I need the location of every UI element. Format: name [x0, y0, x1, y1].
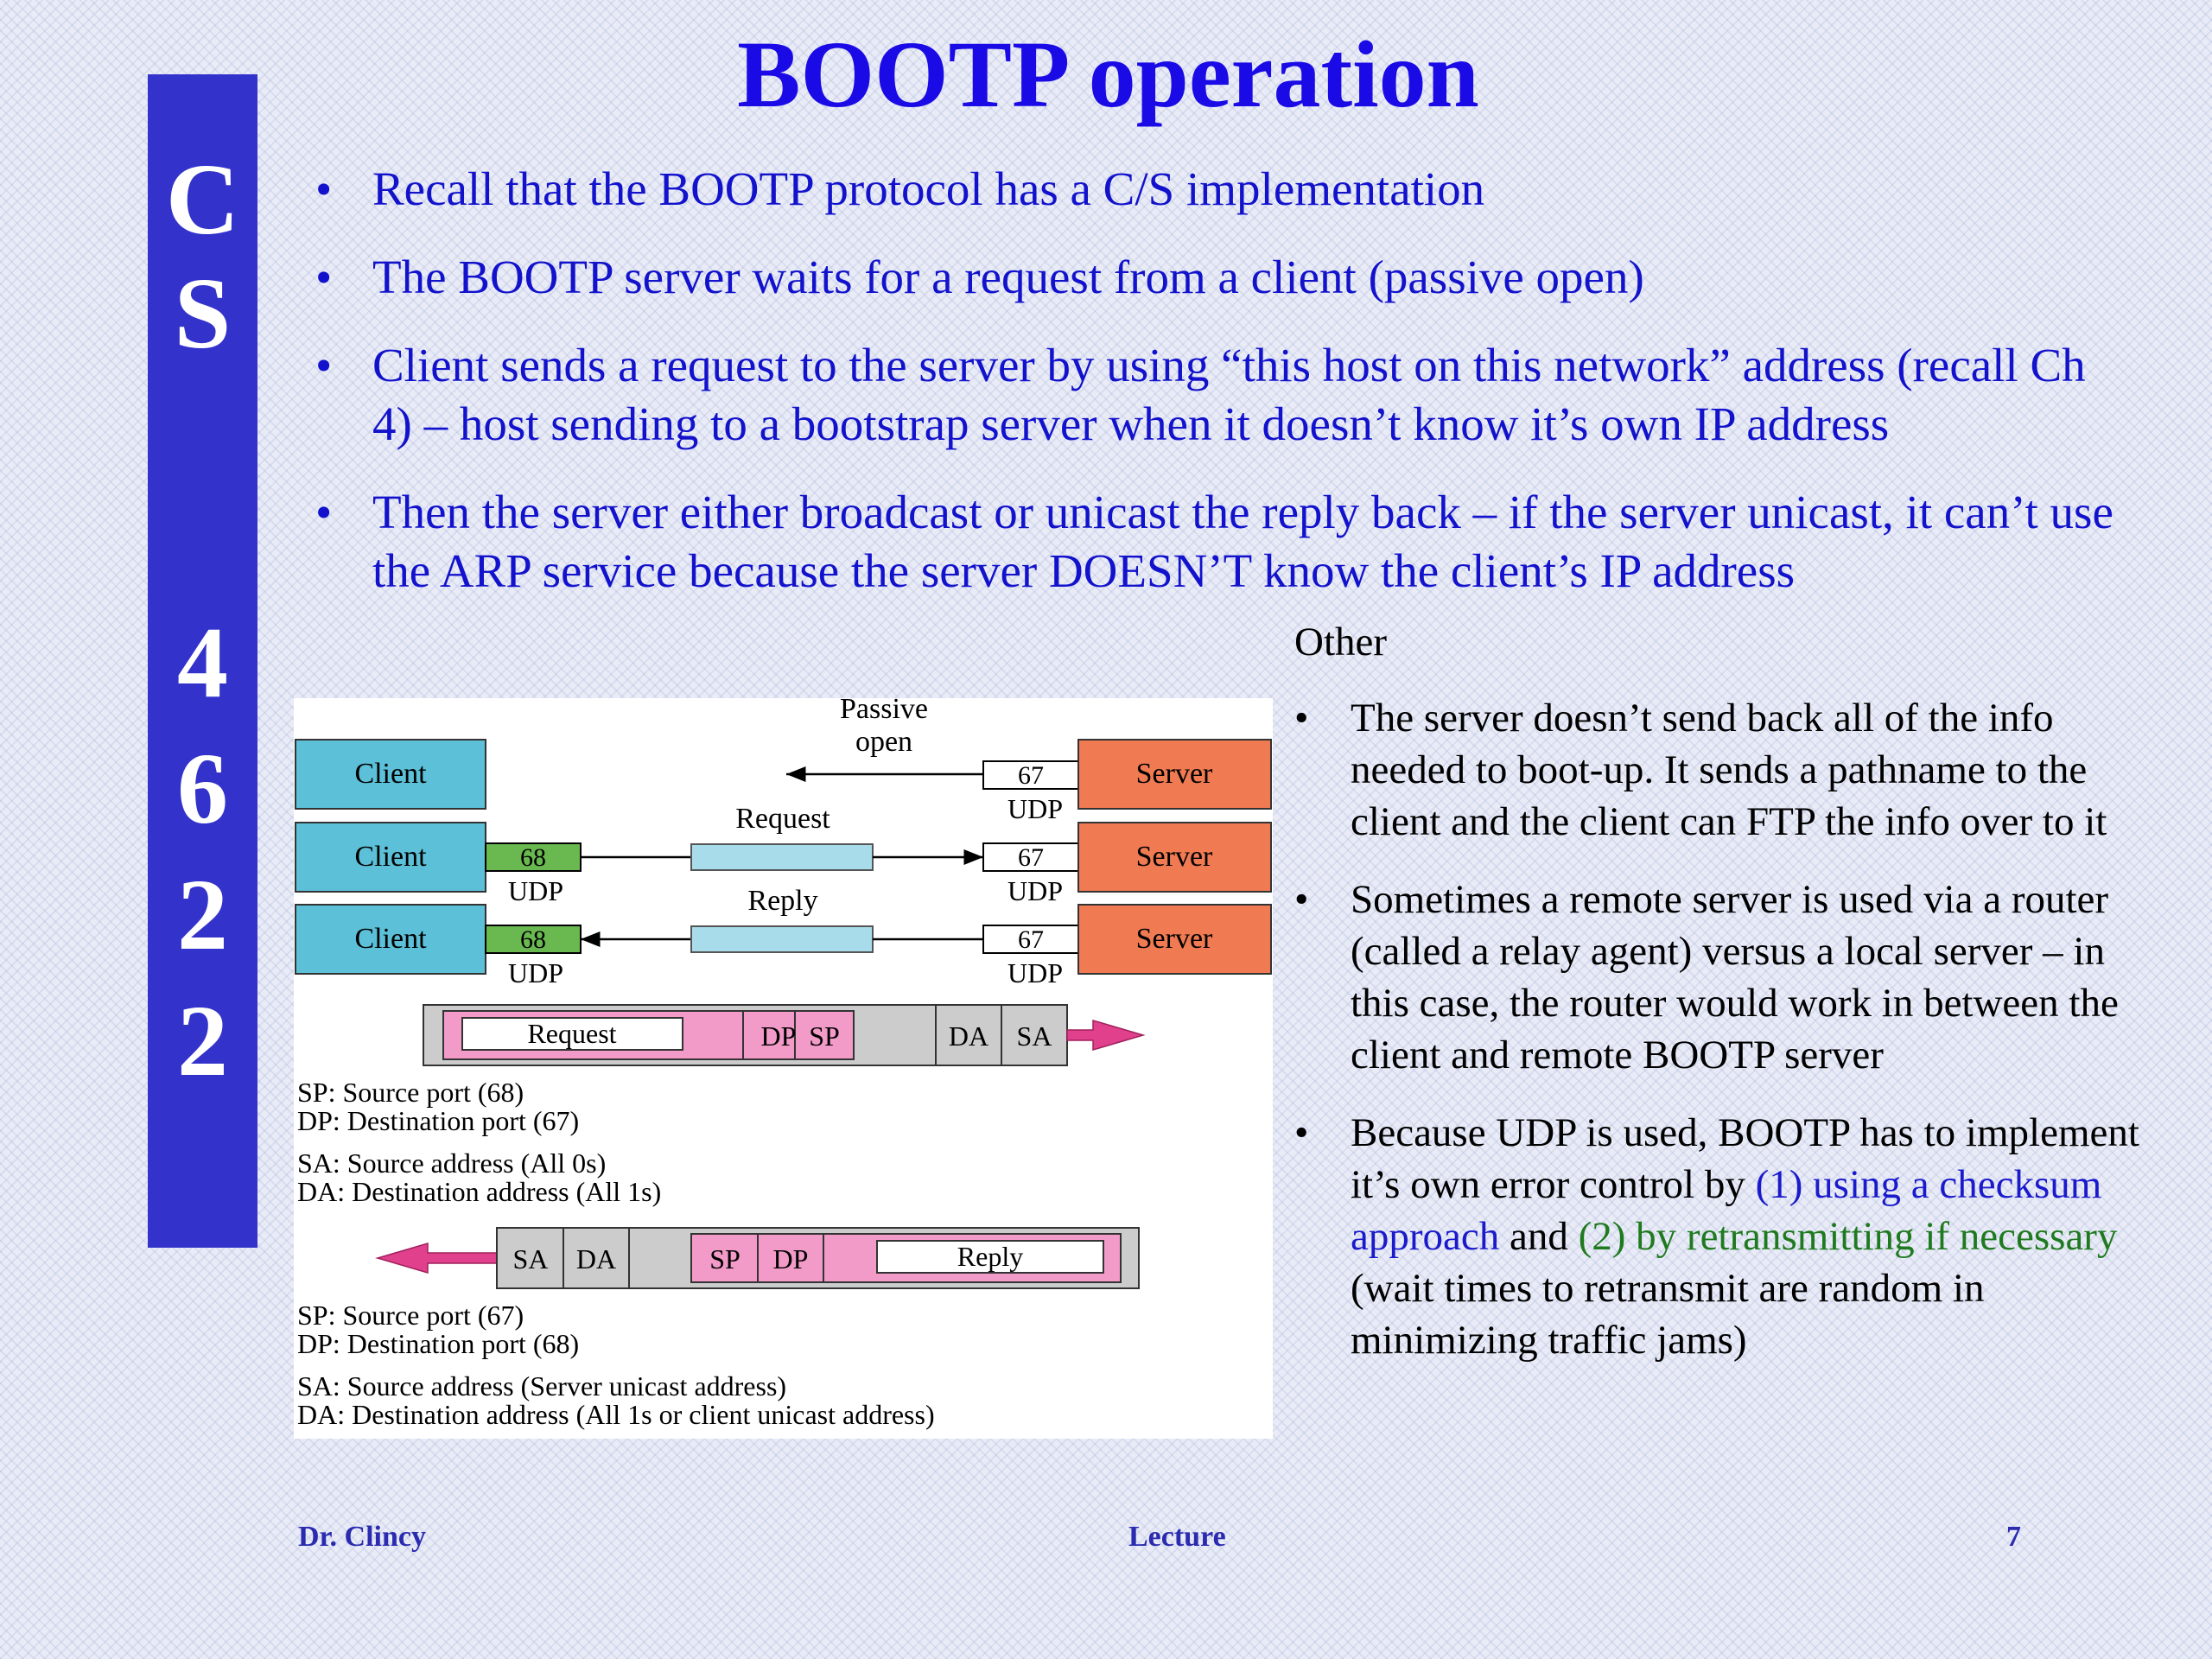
footer-lecture: Lecture	[1128, 1521, 1226, 1553]
bullet-text: Recall that the BOOTP protocol has a C/S…	[372, 162, 1485, 215]
server-label: Server	[1136, 758, 1213, 790]
bullet-item: •Client sends a request to the server by…	[315, 339, 2086, 450]
server-port-label: 67	[1018, 843, 1044, 872]
server-box	[1077, 822, 1272, 893]
passive-open-label: Passive	[840, 698, 928, 725]
server-box	[1077, 739, 1272, 810]
server-port-box	[982, 760, 1079, 790]
server-label: Server	[1136, 923, 1213, 955]
bullet-text: The BOOTP server waits for a request fro…	[372, 251, 1644, 303]
sidebar-letter: 2	[177, 858, 228, 971]
outgoing-arrow	[1066, 1019, 1146, 1052]
da-label: DA	[949, 1020, 988, 1052]
reply-packet	[690, 925, 874, 953]
reply-frame-label: Reply	[957, 1241, 1023, 1272]
client-box	[295, 739, 486, 810]
request-frame-label: Request	[527, 1018, 616, 1049]
bootp-diagram: Passive open Client 67 UDP Server Reques…	[294, 698, 1273, 1439]
bullet-text: Then the server either broadcast or unic…	[372, 486, 2113, 597]
udp-label: UDP	[508, 875, 563, 906]
footer-author: Dr. Clincy	[298, 1521, 426, 1553]
note-item: •Because UDP is used, BOOTP has to imple…	[1294, 1110, 2139, 1363]
server-port-box	[982, 842, 1079, 872]
server-label: Server	[1136, 841, 1213, 873]
other-notes: Other •The server doesn’t send back all …	[1294, 616, 2158, 1392]
incoming-arrow	[375, 1242, 498, 1274]
request-frame: Request DP SP DA SA	[423, 1004, 1146, 1066]
checksum-highlight: (1) using a checksum approach	[1351, 1162, 2102, 1259]
legend-line: SA: Source address (All 0s)	[297, 1147, 606, 1179]
client-label: Client	[354, 923, 427, 955]
server-port-label: 67	[1018, 761, 1044, 790]
bullet-text: Client sends a request to the server by …	[372, 339, 2086, 450]
sidebar-letter: 6	[177, 732, 228, 845]
client-label: Client	[354, 758, 427, 790]
legend-line: DP: Destination port (68)	[297, 1328, 579, 1359]
legend-line: SA: Source address (Server unicast addre…	[297, 1370, 786, 1402]
retransmit-highlight: (2) by retransmitting if necessary	[1578, 1214, 2118, 1259]
note-text-part: Because UDP is used, BOOTP has to implem…	[1351, 1110, 2139, 1207]
sidebar-letter: S	[174, 257, 232, 370]
sidebar-letter: C	[165, 143, 240, 256]
legend-line: SP: Source port (68)	[297, 1077, 524, 1108]
client-label: Client	[354, 841, 427, 873]
server-port-label: 67	[1018, 925, 1044, 954]
client-port-label: 68	[520, 843, 546, 872]
udp-label: UDP	[1007, 957, 1063, 988]
bullet-item: •Recall that the BOOTP protocol has a C/…	[315, 162, 1485, 215]
bullet-item: •Then the server either broadcast or uni…	[315, 486, 2113, 597]
course-sidebar: C S 4 6 2 2	[148, 74, 257, 1248]
legend-line: DP: Destination port (67)	[297, 1105, 579, 1136]
footer-page-number: 7	[2006, 1521, 2021, 1553]
reply-label: Reply	[747, 885, 817, 917]
reply-frame: SA DA SP DP Reply	[375, 1227, 1140, 1289]
legend-line: DA: Destination address (All 1s or clien…	[297, 1399, 935, 1430]
client-box	[295, 904, 486, 975]
note-text-part: (wait times to retransmit are random in …	[1351, 1266, 1985, 1363]
passive-open-label: open	[855, 726, 912, 758]
udp-label: UDP	[508, 957, 563, 988]
note-text: The server doesn’t send back all of the …	[1351, 696, 2107, 844]
note-text: Sometimes a remote server is used via a …	[1351, 877, 2119, 1077]
dp-label: DP	[773, 1243, 809, 1274]
sa-label: SA	[1017, 1020, 1052, 1052]
sidebar-letter: 4	[177, 606, 228, 719]
legend-line: DA: Destination address (All 1s)	[297, 1176, 661, 1207]
request-packet	[690, 843, 874, 871]
legend-line: SP: Source port (67)	[297, 1300, 524, 1331]
other-heading: Other	[1294, 620, 1388, 664]
sp-label: SP	[709, 1243, 741, 1274]
note-item: •Sometimes a remote server is used via a…	[1294, 877, 2119, 1077]
main-bullets: •Recall that the BOOTP protocol has a C/…	[315, 160, 2121, 630]
request-label: Request	[735, 803, 830, 835]
note-item: •The server doesn’t send back all of the…	[1294, 696, 2107, 844]
sa-label: SA	[513, 1243, 549, 1274]
client-port-label: 68	[520, 925, 546, 954]
server-box	[1077, 904, 1272, 975]
udp-label: UDP	[1007, 875, 1063, 906]
note-text-part: and	[1499, 1214, 1579, 1259]
dp-label: DP	[761, 1020, 797, 1052]
udp-label: UDP	[1007, 793, 1063, 824]
sidebar-letter: 2	[177, 984, 228, 1097]
bootp-diagram-svg: Passive open Client 67 UDP Server Reques…	[295, 698, 1272, 1430]
da-label: DA	[576, 1243, 616, 1274]
slide-title: BOOTP operation	[737, 22, 1479, 127]
sp-label: SP	[809, 1020, 840, 1052]
bullet-item: •The BOOTP server waits for a request fr…	[315, 251, 1644, 303]
